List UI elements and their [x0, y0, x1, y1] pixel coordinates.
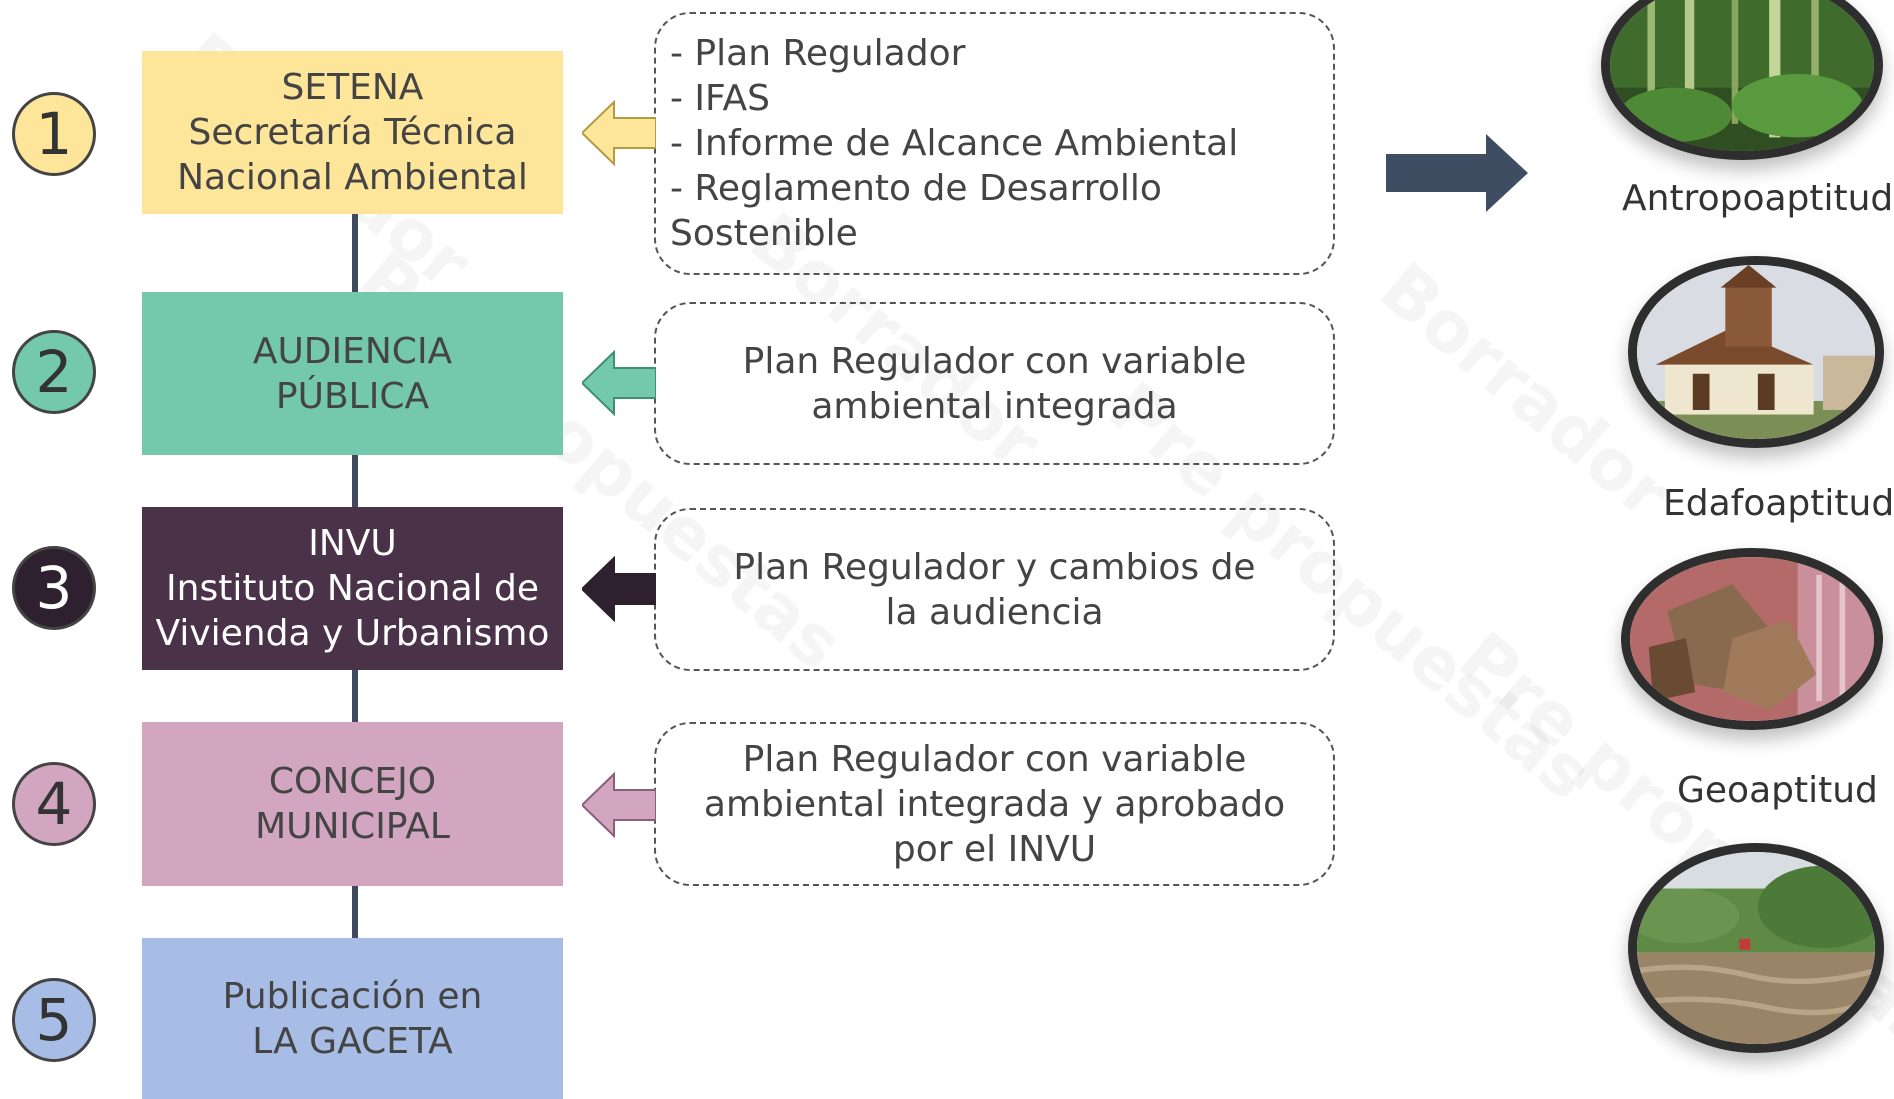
step-number-circle: 4	[12, 762, 96, 846]
step-line: LA GACETA	[252, 1020, 453, 1062]
step-number: 3	[35, 554, 73, 622]
connector-line	[352, 214, 358, 292]
document-line: por el INVU	[892, 828, 1097, 870]
aptitude-label: Antropoaptitud	[1622, 178, 1894, 219]
step-line: INVU	[308, 523, 397, 564]
step-line: Nacional Ambiental	[177, 157, 528, 198]
document-line: - Plan Regulador	[670, 33, 966, 74]
document-line: Plan Regulador con variable	[742, 340, 1247, 382]
step-line: SETENA	[281, 67, 424, 108]
aptitude-label: Geoaptitud	[1677, 770, 1878, 811]
colonial-house-photo	[1628, 256, 1884, 448]
document-line: Plan Regulador y cambios de	[733, 546, 1256, 588]
connector-line	[352, 455, 358, 507]
document-box: Plan Regulador y cambios de la audiencia	[654, 508, 1335, 671]
document-line: la audiencia	[885, 591, 1104, 633]
step-box-invu: INVU Instituto Nacional de Vivienda y Ur…	[142, 507, 563, 670]
document-box: Plan Regulador con variable ambiental in…	[654, 722, 1335, 886]
step-box-audiencia-publica: AUDIENCIA PÚBLICA	[142, 292, 563, 455]
document-line: Plan Regulador con variable	[742, 738, 1247, 780]
watermark: Borrador	[1364, 246, 1686, 536]
connector-line	[352, 670, 358, 722]
step-line: CONCEJO	[268, 761, 437, 802]
arrow-left-icon	[582, 772, 656, 838]
step-line: Vivienda y Urbanismo	[155, 613, 550, 654]
document-line: - IFAS	[670, 78, 770, 119]
arrow-right-icon	[1386, 134, 1528, 212]
step-box-concejo-municipal: CONCEJO MUNICIPAL	[142, 722, 563, 886]
document-line: ambiental integrada y aprobado	[703, 783, 1286, 825]
step-number-circle: 2	[12, 330, 96, 414]
flooded-river-image	[1637, 852, 1875, 1044]
bamboo-forest-image	[1610, 0, 1874, 151]
step-number-circle: 5	[12, 978, 96, 1062]
step-box-setena: SETENA Secretaría Técnica Nacional Ambie…	[142, 51, 563, 214]
aptitude-label: Edafoaptitud	[1663, 483, 1894, 524]
step-line: MUNICIPAL	[255, 806, 450, 847]
document-box: - Plan Regulador - IFAS - Informe de Alc…	[654, 12, 1335, 275]
arrow-left-icon	[582, 556, 656, 622]
step-line: PÚBLICA	[275, 375, 430, 417]
soil-rocks-image	[1630, 557, 1874, 721]
step-number: 1	[35, 100, 73, 168]
document-line: - Informe de Alcance Ambiental	[670, 123, 1239, 164]
step-number: 4	[35, 770, 73, 838]
step-number-circle: 3	[12, 546, 96, 630]
soil-rocks-photo	[1621, 548, 1883, 730]
step-number: 2	[35, 338, 73, 406]
step-line: Publicación en	[222, 975, 483, 1017]
step-line: Secretaría Técnica	[188, 112, 517, 153]
connector-line	[352, 886, 358, 938]
bamboo-forest-photo	[1601, 0, 1883, 160]
arrow-left-icon	[582, 350, 656, 416]
flooded-river-photo	[1628, 843, 1884, 1053]
step-number: 5	[35, 986, 73, 1054]
step-number-circle: 1	[12, 92, 96, 176]
document-line: ambiental integrada	[811, 385, 1178, 427]
document-box: Plan Regulador con variable ambiental in…	[654, 302, 1335, 465]
colonial-house-image	[1637, 265, 1875, 439]
step-line: AUDIENCIA	[252, 330, 453, 372]
step-box-la-gaceta: Publicación en LA GACETA	[142, 938, 563, 1099]
arrow-left-icon	[582, 100, 656, 166]
document-line: - Reglamento de Desarrollo Sostenible	[670, 168, 1162, 254]
step-line: Instituto Nacional de	[166, 568, 539, 609]
